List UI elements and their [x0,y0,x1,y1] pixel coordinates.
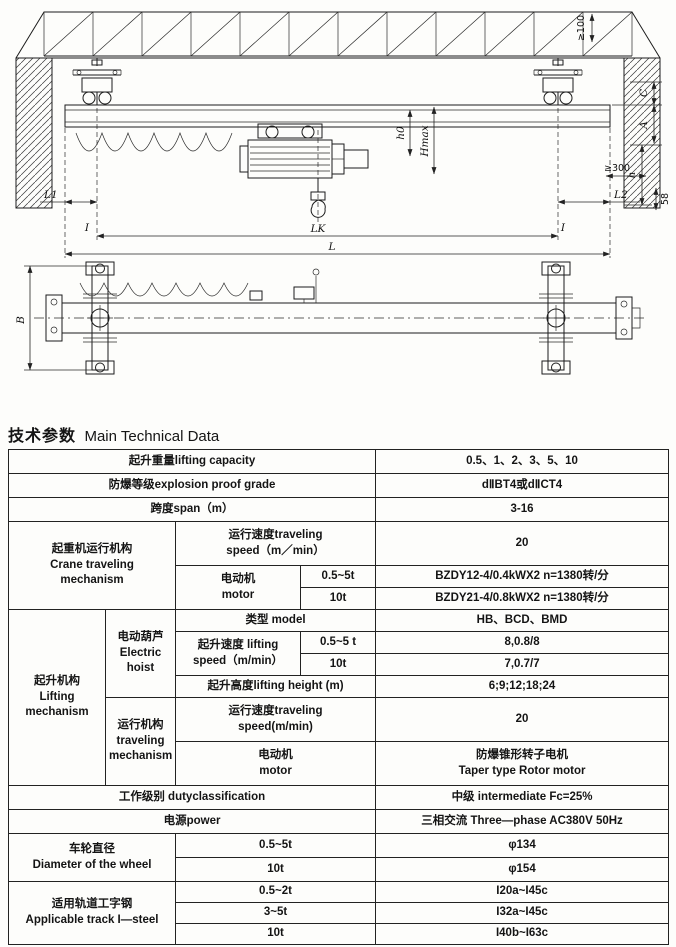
right-end-flange [615,296,641,340]
track-cap-3: 10t [174,923,377,945]
crane-traveling-motor-cap-1: 0.5~5t [299,565,377,588]
dim-label-h0: h0 [395,126,407,140]
lift-speed-val-2: 7,0.7/7 [375,653,670,676]
wheel-diameter-cap-1: 0.5~5t [174,833,377,858]
left-end-carriage-plan [83,261,117,375]
dim-label-a: A [638,121,650,130]
left-end-flange [45,294,63,342]
roof-truss [15,11,661,59]
lift-speed-cap-1: 0.5~5 t [299,631,377,654]
left-wall [15,57,53,209]
wheel-diameter-val-1: φ134 [375,833,670,858]
explosion-grade-value: dⅡBT4或dⅡCT4 [375,473,670,498]
dim-label-min100: ≥100 [576,15,587,41]
front-view-dimensions [40,13,662,258]
crane-traveling-speed-value: 20 [375,521,670,566]
crane-traveling-group-label: 起重机运行机构 Crane traveling mechanism [8,521,176,610]
hook-icon [310,199,326,218]
electric-hoist [239,123,369,222]
section-title-zh: 技术参数 [8,426,77,445]
lift-speed-cap-2: 10t [299,653,377,676]
hoist-traveling-motor-label: 电动机 motor [174,741,377,786]
hoist-motor [343,149,369,169]
main-technical-data-table: 起升重量lifting capacity 0.5、1、2、3、5、10 防爆等级… [7,449,670,945]
track-cap-2: 3~5t [174,902,377,924]
crane-traveling-motor-label: 电动机 motor [175,565,301,610]
wheel-diameter-val-2: φ154 [375,857,670,882]
explosion-grade-label: 防爆等级explosion proof grade [7,473,377,498]
dim-label-l1: L1 [43,189,58,201]
lifting-capacity-value: 0.5、1、2、3、5、10 [375,449,670,474]
dim-label-h: h [626,172,638,179]
section-title-en: Main Technical Data [84,428,220,445]
track-cap-1: 0.5~2t [174,881,377,903]
festoon-cable-front [75,131,233,152]
hoist-model-value: HB、BCD、BMD [375,609,670,632]
rail-section-label-left: I [84,222,90,234]
power-label: 电源power [7,809,377,834]
hoist-traveling-motor-value: 防爆锥形转子电机 Taper type Rotor motor [375,741,670,786]
dim-label-min300: ≥300 [604,163,630,174]
crane-technical-drawing: ≥100 h0 Hmax C A h 58 ≥300 L1 L2 I I LK … [15,11,671,375]
hoist-traveling-speed-value: 20 [375,697,670,742]
plan-view: B [15,261,644,375]
main-girder [64,104,611,128]
track-val-3: I40b~I63c [375,923,670,945]
right-end-carriage-plan [539,261,573,375]
dim-label-hmax: Hmax [419,125,431,157]
wheel-diameter-group-label: 车轮直径 Diameter of the wheel [8,833,176,882]
dim-label-c: C [638,89,650,97]
right-end-truck [533,58,583,105]
dim-label-58: 58 [660,193,671,205]
lift-speed-label: 起升速度 lifting speed（m/min） [175,631,301,676]
lifting-capacity-label: 起升重量lifting capacity [7,449,377,474]
track-group-label: 适用轨道工字钢 Applicable track I—steel [8,881,176,945]
track-val-1: I20a~I45c [375,881,670,903]
dim-label-l: L [328,241,336,253]
wheel-diameter-cap-2: 10t [174,857,377,882]
hoist-traveling-speed-label: 运行速度traveling speed(m/min) [174,697,377,742]
crane-traveling-motor-cap-2: 10t [299,587,377,610]
power-value: 三相交流 Three—phase AC380V 50Hz [375,809,670,834]
hoist-model-label: 类型 model [174,609,377,632]
duty-value: 中级 intermediate Fc=25% [375,785,670,810]
rail-section-label-right: I [560,222,566,234]
section-title: 技术参数 Main Technical Data [8,422,676,446]
center-fittings [249,268,320,303]
hoist-traveling-label: 运行机构 traveling mechanism [105,697,176,786]
span-value: 3-16 [375,497,670,522]
lifting-mechanism-group-label: 起升机构 Lifting mechanism [8,609,106,786]
duty-label: 工作级别 dutyclassification [7,785,377,810]
electric-hoist-label: 电动葫芦 Electric hoist [105,609,176,698]
dim-label-l2: L2 [613,189,628,201]
festoon-cable-plan [79,282,249,297]
left-end-truck [72,58,122,105]
dim-label-b: B [15,316,27,325]
lift-height-label: 起升高度lifting height (m) [174,675,377,698]
lift-height-value: 6;9;12;18;24 [375,675,670,698]
front-elevation-view: ≥100 h0 Hmax C A h 58 ≥300 L1 L2 I I LK … [15,11,671,258]
lift-speed-val-1: 8,0.8/8 [375,631,670,654]
dim-label-lk: LK [310,223,327,235]
track-val-2: I32a~I45c [375,902,670,924]
crane-traveling-motor-val-2: BZDY21-4/0.8kWX2 n=1380转/分 [375,587,670,610]
plan-view-dimensions [24,265,92,371]
crane-traveling-motor-val-1: BZDY12-4/0.4kWX2 n=1380转/分 [375,565,670,588]
span-label: 跨度span（m） [7,497,377,522]
crane-traveling-speed-label: 运行速度traveling speed（m／min） [174,521,377,566]
